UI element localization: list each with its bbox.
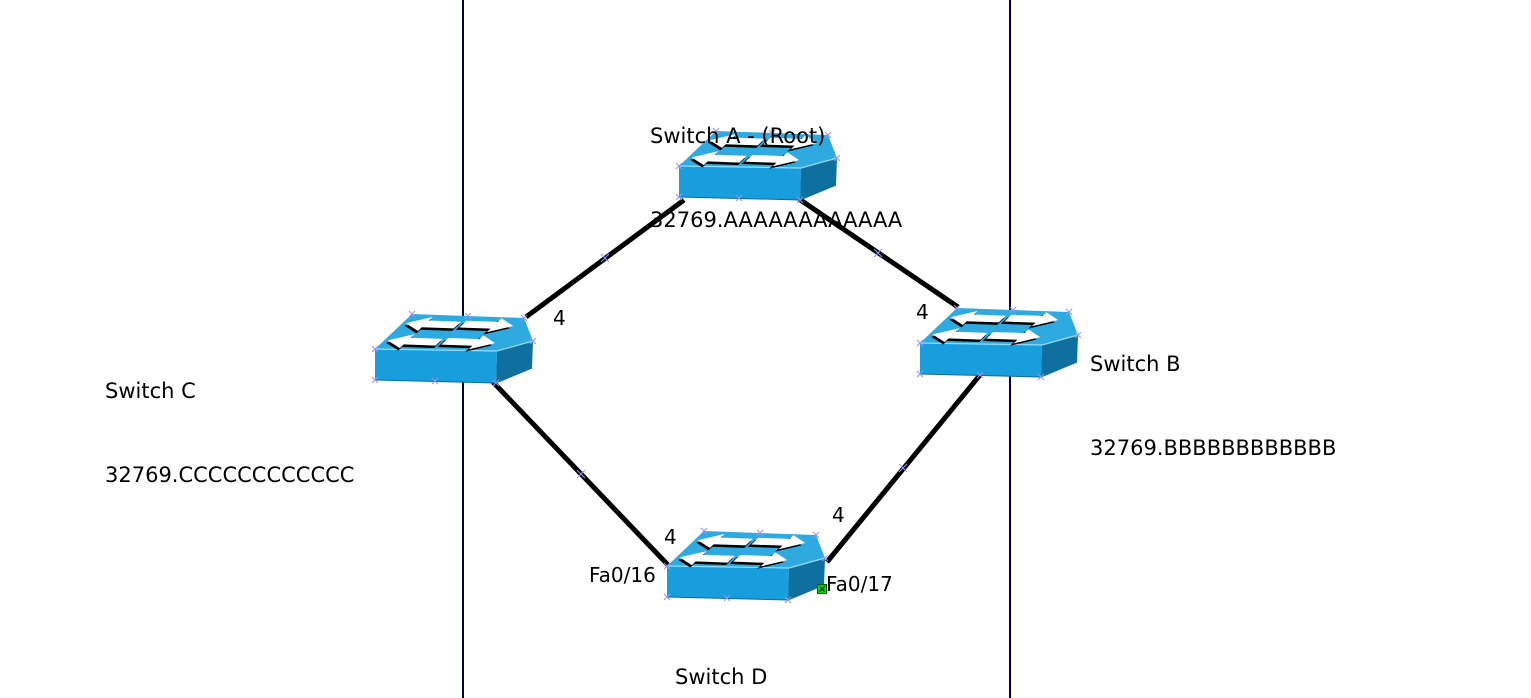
cost-label-a-c: 4 [553, 306, 566, 330]
switch-c-bridge-id: 32769.CCCCCCCCCCCC [105, 463, 355, 487]
link-midpoint-handle[interactable] [873, 248, 883, 258]
switch-d-label: Switch D 32769.DDDDDDDDDDDD [675, 607, 943, 698]
switch-c-label: Switch C 32769.CCCCCCCCCCCC [105, 321, 354, 545]
switch-a-label: Switch A - (Root) 32769.AAAAAAAAAAAA [650, 66, 902, 290]
cost-label-a-b: 4 [916, 300, 929, 324]
switch-d-name: Switch D [675, 665, 768, 689]
port-label-fa0-16: Fa0/16 [589, 563, 656, 587]
link-midpoint-handle[interactable] [600, 253, 610, 263]
link-midpoint-handle[interactable] [898, 463, 908, 473]
switch-a-name: Switch A - (Root) [650, 124, 826, 148]
selected-endpoint-marker[interactable] [817, 580, 828, 594]
switch-c-icon[interactable] [370, 309, 540, 389]
cost-label-c-d: 4 [664, 525, 677, 549]
cost-label-b-d: 4 [832, 503, 845, 527]
port-label-fa0-17: Fa0/17 [826, 572, 893, 596]
switch-a-bridge-id: 32769.AAAAAAAAAAAA [650, 208, 903, 232]
switch-d-icon[interactable] [662, 526, 832, 606]
switch-b-label: Switch B 32769.BBBBBBBBBBBB [1090, 294, 1336, 518]
switch-b-icon[interactable] [915, 303, 1085, 383]
switch-b-name: Switch B [1090, 352, 1181, 376]
link-midpoint-handle[interactable] [576, 469, 586, 479]
switch-b-bridge-id: 32769.BBBBBBBBBBBB [1090, 436, 1337, 460]
switch-c-name: Switch C [105, 379, 196, 403]
